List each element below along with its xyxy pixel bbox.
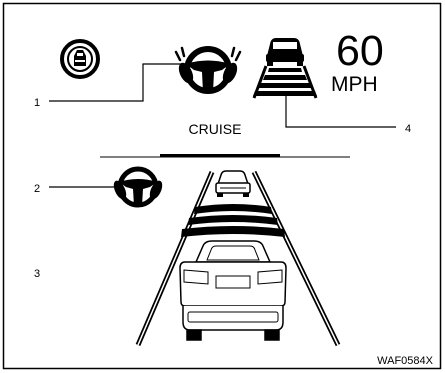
car-in-circle-icon: [62, 41, 98, 77]
callout-3: 3: [34, 268, 40, 280]
callout-4: 4: [405, 123, 411, 135]
horizon-divider: [100, 154, 350, 157]
hands-on-steering-wheel-icon: [176, 48, 240, 92]
callout-1: 1: [34, 97, 40, 109]
set-speed-value: 60: [336, 27, 384, 75]
hands-on-steering-wheel-icon: [111, 169, 165, 206]
distance-bars: [181, 204, 285, 237]
callout-4-leader: [286, 92, 396, 127]
host-vehicle: [180, 241, 286, 340]
car-with-distance-bars-icon: [253, 38, 317, 98]
cruise-label: CRUISE: [189, 121, 242, 137]
set-speed-unit: MPH: [331, 73, 378, 96]
road-lanes-with-vehicles-icon: [138, 171, 338, 345]
callout-2: 2: [34, 183, 40, 195]
figure-code: WAF0584X: [377, 355, 434, 367]
lead-vehicle: [216, 171, 250, 197]
